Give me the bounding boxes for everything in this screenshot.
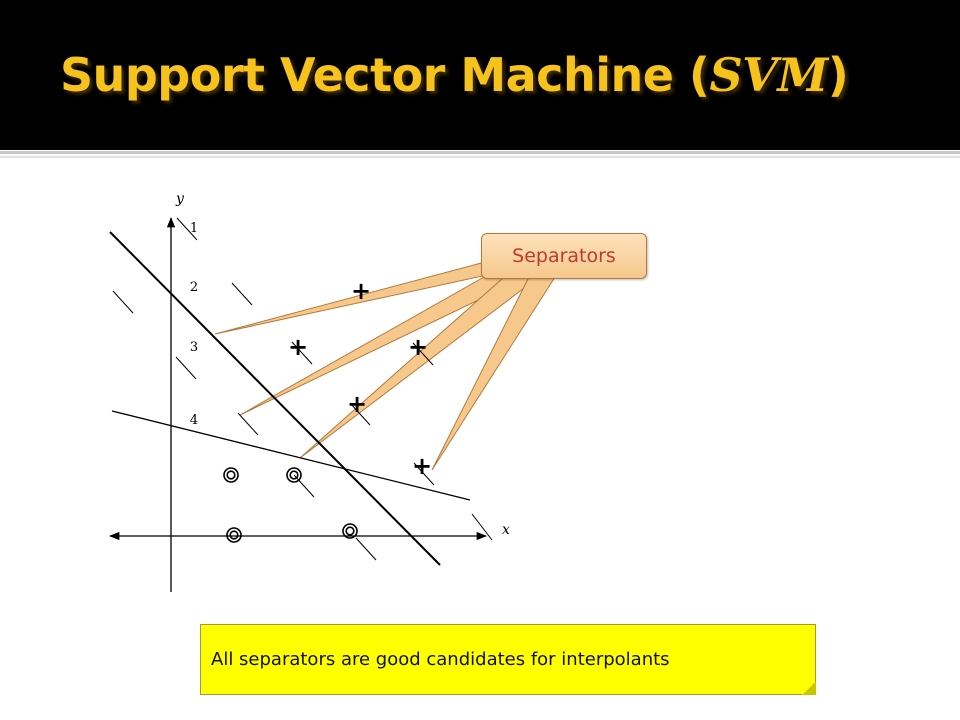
separator-line-steep xyxy=(109,231,441,566)
note-text: All separators are good candidates for i… xyxy=(211,649,670,670)
note-box: All separators are good candidates for i… xyxy=(200,624,816,695)
note-corner-fold xyxy=(802,682,816,695)
circle-marker xyxy=(286,467,302,483)
positive-points: + + + + + xyxy=(288,277,432,480)
title-main: Support Vector Machine ( xyxy=(60,48,710,102)
separators-callout: Separators xyxy=(481,233,647,279)
line-label-3: 3 xyxy=(190,340,198,355)
title-bar: Support Vector Machine (SVM) xyxy=(0,0,960,150)
x-axis-label: x xyxy=(502,522,510,538)
title-divider-thin xyxy=(0,156,960,158)
negative-points xyxy=(223,467,358,543)
line-label-4: 4 xyxy=(190,413,198,428)
plus-marker: + xyxy=(347,390,367,418)
circle-marker xyxy=(223,467,239,483)
line-label-1: 1 xyxy=(190,221,198,236)
callout-pointers xyxy=(214,261,556,471)
plus-marker: + xyxy=(412,452,432,480)
title-divider xyxy=(0,151,960,154)
y-axis-label: y xyxy=(175,191,185,207)
plus-marker: + xyxy=(408,333,428,361)
slide-title: Support Vector Machine (SVM) xyxy=(60,48,849,102)
line-label-2: 2 xyxy=(190,280,198,295)
separator-line-shallow xyxy=(111,410,471,501)
line-ticks xyxy=(112,217,493,561)
circle-marker xyxy=(342,523,358,539)
plus-marker: + xyxy=(288,333,308,361)
title-abbr: SVM xyxy=(709,48,828,102)
circle-marker xyxy=(226,527,242,543)
plus-marker: + xyxy=(351,277,371,305)
title-close: ) xyxy=(827,48,849,102)
